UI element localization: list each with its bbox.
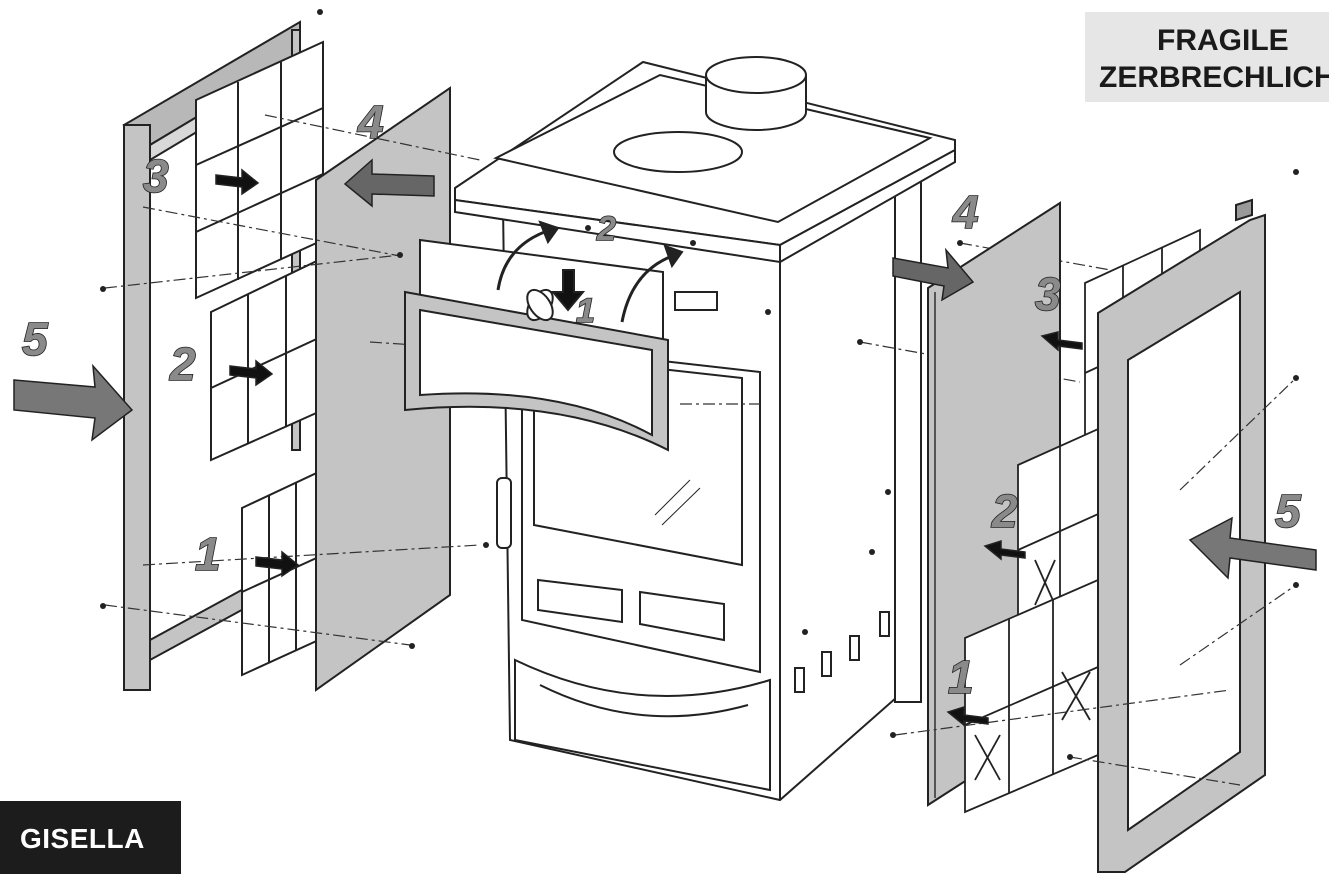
fragile-label: FRAGILE ZERBRECHLICH — [1085, 12, 1329, 102]
step-right-3: 3 — [1035, 268, 1061, 320]
right-alignment-lines — [894, 377, 1297, 786]
left-arrows — [13, 158, 435, 578]
right-side-frame — [1097, 198, 1266, 873]
step-left-4: 4 — [357, 96, 384, 148]
step-right-5: 5 — [1275, 485, 1302, 537]
left-alignment-lines — [104, 114, 521, 646]
screws-center — [585, 225, 891, 635]
left-side-sheet — [315, 86, 451, 692]
model-name-badge: GISELLA — [0, 801, 181, 874]
step-right-2: 2 — [991, 485, 1018, 537]
step-numbers: 3 4 2 1 5 2 1 4 3 2 1 5 — [21, 95, 1303, 704]
stove-body — [454, 56, 956, 802]
door-frame-top — [404, 238, 718, 452]
fragile-label-line2: ZERBRECHLICH — [1099, 61, 1329, 94]
step-left-5: 5 — [22, 313, 49, 365]
step-left-1: 1 — [195, 528, 221, 580]
step-right-1: 1 — [948, 651, 974, 703]
left-window-panel-3 — [195, 40, 324, 300]
right-arrows — [892, 247, 1317, 727]
step-left-3: 3 — [143, 150, 169, 202]
step-top-1: 1 — [576, 292, 595, 330]
airflow-arrows — [496, 220, 684, 323]
model-name: GISELLA — [20, 823, 145, 854]
fragile-label-line1: FRAGILE — [1157, 24, 1289, 57]
screws-right — [890, 169, 1299, 760]
step-right-4: 4 — [952, 186, 979, 238]
step-top-2: 2 — [596, 210, 616, 248]
left-window-panel-2 — [210, 256, 324, 462]
step-left-2: 2 — [169, 338, 196, 390]
screws-left — [100, 9, 489, 649]
